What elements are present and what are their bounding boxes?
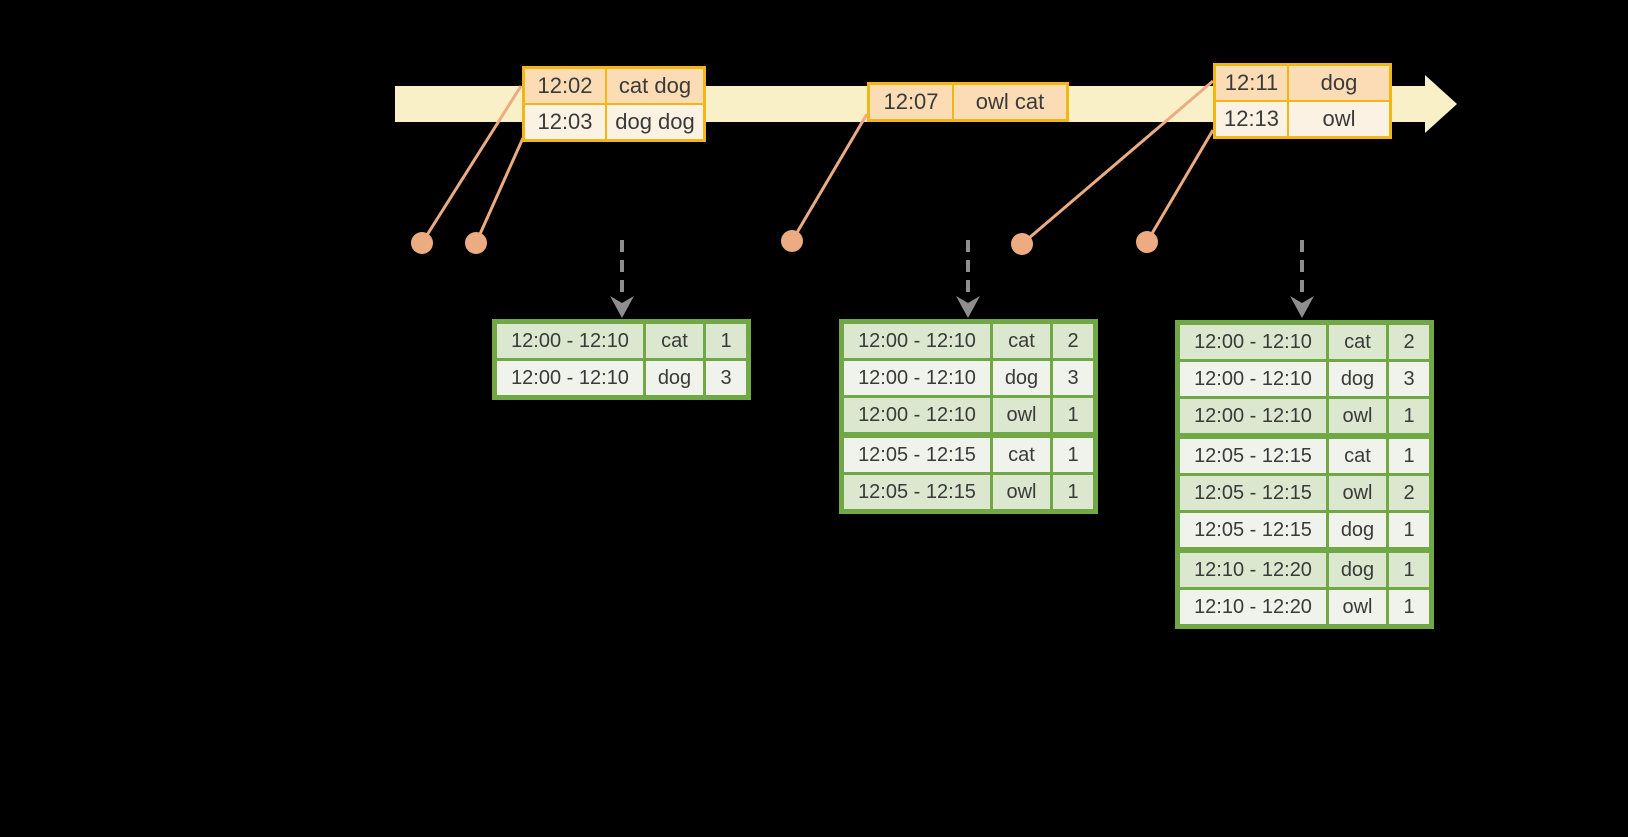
table-row: 12:00 - 12:10 cat 2 <box>1180 325 1429 359</box>
word-cell: dog <box>1329 553 1386 587</box>
window-cell: 12:00 - 12:10 <box>497 361 643 395</box>
event-dot <box>781 230 803 252</box>
table-row: 12:00 - 12:10 cat 1 <box>497 324 746 358</box>
window-cell: 12:00 - 12:10 <box>497 324 643 358</box>
word-cell: cat <box>993 438 1050 472</box>
count-cell: 3 <box>706 361 746 395</box>
count-cell: 2 <box>1389 476 1429 510</box>
count-cell: 1 <box>1389 513 1429 547</box>
count-cell: 2 <box>1053 324 1093 358</box>
event-box-3: 12:11 dog 12:13 owl <box>1213 63 1392 139</box>
window-cell: 12:00 - 12:10 <box>844 398 990 432</box>
connector-line <box>1145 129 1215 243</box>
window-cell: 12:05 - 12:15 <box>844 475 990 509</box>
event-row: 12:11 dog <box>1216 66 1389 100</box>
window-cell: 12:00 - 12:10 <box>844 361 990 395</box>
event-box-2: 12:07 owl cat <box>867 82 1069 122</box>
word-cell: dog <box>1329 513 1386 547</box>
event-words-cell: owl cat <box>954 85 1066 119</box>
count-cell: 1 <box>1389 439 1429 473</box>
event-box-1: 12:02 cat dog 12:03 dog dog <box>522 66 706 142</box>
count-cell: 3 <box>1389 362 1429 396</box>
word-cell: owl <box>1329 590 1386 624</box>
word-cell: owl <box>993 475 1050 509</box>
window-cell: 12:00 - 12:10 <box>1180 399 1326 433</box>
word-cell: owl <box>1329 399 1386 433</box>
word-cell: dog <box>993 361 1050 395</box>
word-cell: dog <box>1329 362 1386 396</box>
down-arrow-icon <box>610 240 634 318</box>
window-cell: 12:00 - 12:10 <box>1180 325 1326 359</box>
connector-lines <box>420 79 1215 246</box>
table-row: 12:05 - 12:15 owl 1 <box>844 475 1093 509</box>
timeline-arrowhead-icon <box>1425 75 1457 133</box>
table-row: 12:10 - 12:20 dog 1 <box>1180 553 1429 587</box>
window-cell: 12:05 - 12:15 <box>1180 439 1326 473</box>
word-cell: owl <box>993 398 1050 432</box>
connector-line <box>1021 79 1214 246</box>
event-row: 12:03 dog dog <box>525 105 703 139</box>
event-row: 12:13 owl <box>1216 102 1389 136</box>
count-cell: 1 <box>1053 475 1093 509</box>
count-cell: 1 <box>706 324 746 358</box>
count-cell: 2 <box>1389 325 1429 359</box>
connector-line <box>420 85 523 244</box>
window-cell: 12:00 - 12:10 <box>844 324 990 358</box>
table-row: 12:05 - 12:15 cat 1 <box>1180 439 1429 473</box>
event-words-cell: owl <box>1289 102 1389 136</box>
event-dot <box>1011 233 1033 255</box>
event-time-cell: 12:11 <box>1216 66 1287 100</box>
event-time-cell: 12:13 <box>1216 102 1287 136</box>
event-words-cell: dog <box>1289 66 1389 100</box>
word-cell: cat <box>1329 325 1386 359</box>
window-cell: 12:10 - 12:20 <box>1180 553 1326 587</box>
event-time-cell: 12:03 <box>525 105 605 139</box>
word-cell: cat <box>993 324 1050 358</box>
table-row: 12:00 - 12:10 owl 1 <box>844 398 1093 432</box>
connector-line <box>474 137 525 244</box>
event-words-cell: cat dog <box>607 69 703 103</box>
count-cell: 1 <box>1389 399 1429 433</box>
event-words-cell: dog dog <box>607 105 703 139</box>
trigger-arrows <box>610 240 1314 318</box>
count-cell: 1 <box>1389 590 1429 624</box>
word-cell: dog <box>646 361 703 395</box>
count-cell: 1 <box>1053 438 1093 472</box>
table-row: 12:05 - 12:15 dog 1 <box>1180 513 1429 547</box>
event-dot <box>1136 231 1158 253</box>
connector-line <box>790 113 869 242</box>
window-cell: 12:05 - 12:15 <box>1180 476 1326 510</box>
table-row: 12:05 - 12:15 owl 2 <box>1180 476 1429 510</box>
result-table-2: 12:00 - 12:10 cat 2 12:00 - 12:10 dog 3 … <box>839 319 1098 514</box>
event-row: 12:07 owl cat <box>870 85 1066 119</box>
word-cell: cat <box>646 324 703 358</box>
table-row: 12:00 - 12:10 dog 3 <box>844 361 1093 395</box>
count-cell: 3 <box>1053 361 1093 395</box>
down-arrow-icon <box>956 240 980 318</box>
table-row: 12:10 - 12:20 owl 1 <box>1180 590 1429 624</box>
word-cell: owl <box>1329 476 1386 510</box>
table-row: 12:00 - 12:10 dog 3 <box>1180 362 1429 396</box>
event-time-cell: 12:07 <box>870 85 952 119</box>
event-dot <box>465 232 487 254</box>
count-cell: 1 <box>1389 553 1429 587</box>
window-cell: 12:05 - 12:15 <box>1180 513 1326 547</box>
event-row: 12:02 cat dog <box>525 69 703 103</box>
table-row: 12:05 - 12:15 cat 1 <box>844 438 1093 472</box>
result-table-3: 12:00 - 12:10 cat 2 12:00 - 12:10 dog 3 … <box>1175 320 1434 629</box>
event-time-cell: 12:02 <box>525 69 605 103</box>
down-arrow-icon <box>1290 240 1314 318</box>
word-cell: cat <box>1329 439 1386 473</box>
count-cell: 1 <box>1053 398 1093 432</box>
event-dot <box>411 232 433 254</box>
window-cell: 12:10 - 12:20 <box>1180 590 1326 624</box>
table-row: 12:00 - 12:10 dog 3 <box>497 361 746 395</box>
event-dots <box>411 230 1158 255</box>
window-cell: 12:05 - 12:15 <box>844 438 990 472</box>
table-row: 12:00 - 12:10 cat 2 <box>844 324 1093 358</box>
window-cell: 12:00 - 12:10 <box>1180 362 1326 396</box>
result-table-1: 12:00 - 12:10 cat 1 12:00 - 12:10 dog 3 <box>492 319 751 400</box>
table-row: 12:00 - 12:10 owl 1 <box>1180 399 1429 433</box>
